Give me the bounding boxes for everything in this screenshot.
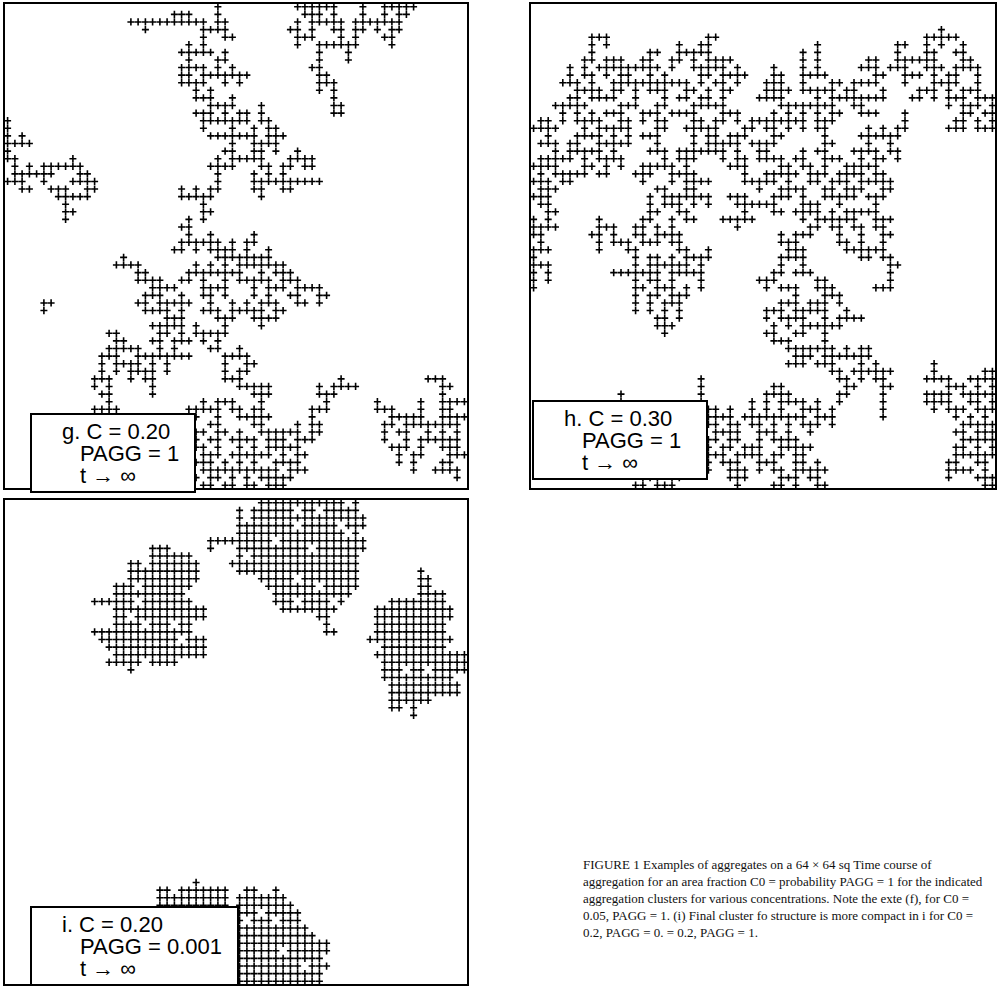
panel-frame	[4, 499, 468, 985]
panel-label: PAGG = 1	[582, 430, 694, 452]
aggregate-cluster	[530, 26, 996, 489]
panel-label: h. C = 0.30	[564, 408, 694, 430]
panel-label-box: g. C = 0.20PAGG = 1t → ∞	[30, 413, 196, 493]
panel-label: i. C = 0.20	[62, 914, 225, 936]
figure-caption: FIGURE 1 Examples of aggregates on a 64 …	[583, 856, 993, 941]
panel-label: PAGG = 0.001	[80, 936, 225, 958]
panel-label: g. C = 0.20	[62, 421, 182, 443]
panel-label: t → ∞	[80, 465, 182, 487]
panel-frame	[530, 3, 996, 489]
panel-label-box: i. C = 0.20PAGG = 0.001t → ∞	[30, 906, 239, 986]
panel-label: t → ∞	[582, 452, 694, 474]
panel-label: PAGG = 1	[80, 443, 182, 465]
panel-label-box: h. C = 0.30PAGG = 1t → ∞	[532, 400, 708, 480]
panel-label: t → ∞	[80, 958, 225, 980]
